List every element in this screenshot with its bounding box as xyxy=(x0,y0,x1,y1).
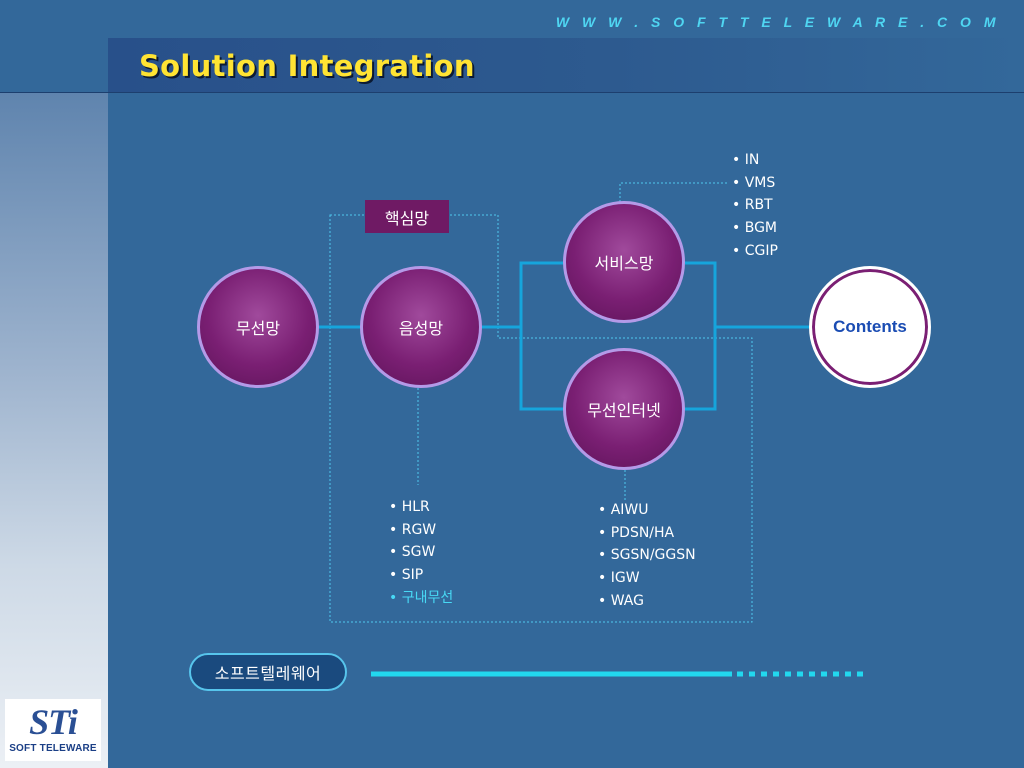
left-gradient-band xyxy=(0,93,108,768)
connector-left-bracket xyxy=(519,261,565,411)
core-network-dotted-box xyxy=(329,214,753,623)
list-item: IN xyxy=(732,149,778,172)
list-item: VMS xyxy=(732,172,778,195)
service-leader-line xyxy=(619,182,728,202)
node-voice-network-label: 음성망 xyxy=(398,319,444,338)
list-item: WAG xyxy=(598,590,696,613)
list-item: RGW xyxy=(389,519,453,542)
list-item: CGIP xyxy=(732,240,778,263)
node-service-network-label: 서비스망 xyxy=(594,254,654,273)
node-contents[interactable]: Contents xyxy=(809,266,931,388)
software-label: 소프트텔레웨어 xyxy=(214,664,322,683)
node-voice-network[interactable]: 음성망 xyxy=(360,266,482,388)
node-wireless-network[interactable]: 무선망 xyxy=(197,266,319,388)
core-network-label: 핵심망 xyxy=(365,200,449,233)
page-title: Solution Integration xyxy=(139,49,475,83)
service-list: IN VMS RBT BGM CGIP xyxy=(732,149,778,263)
list-item: SGW xyxy=(389,541,453,564)
logo-text: SOFT TELEWARE xyxy=(9,743,97,754)
list-item: 구내무선 xyxy=(389,587,454,610)
node-wireless-network-label: 무선망 xyxy=(235,319,281,338)
list-item: BGM xyxy=(732,217,778,240)
node-service-network[interactable]: 서비스망 xyxy=(563,201,685,323)
list-item: IGW xyxy=(598,567,696,590)
list-item: RBT xyxy=(732,194,778,217)
connector-right-bracket xyxy=(685,261,717,411)
list-item: SIP xyxy=(389,564,453,587)
software-label-pill: 소프트텔레웨어 xyxy=(189,653,347,691)
node-contents-label: Contents xyxy=(833,317,907,336)
internet-list: AIWU PDSN/HA SGSN/GGSN IGW WAG xyxy=(598,499,696,613)
list-item: AIWU xyxy=(598,499,696,522)
list-item: HLR xyxy=(389,496,453,519)
node-wireless-internet-label: 무선인터넷 xyxy=(587,401,661,420)
title-divider xyxy=(0,92,1024,93)
voice-list: HLR RGW SGW SIP 구내무선 xyxy=(389,496,454,610)
list-item: PDSN/HA xyxy=(598,522,696,545)
title-band xyxy=(108,38,1024,93)
logo-mark: STi xyxy=(29,702,78,742)
website-url[interactable]: W W W . S O F T T E L E W A R E . C O M xyxy=(555,14,1000,30)
list-item: SGSN/GGSN xyxy=(598,544,696,567)
node-wireless-internet[interactable]: 무선인터넷 xyxy=(563,348,685,470)
company-logo: STi SOFT TELEWARE xyxy=(5,699,101,761)
